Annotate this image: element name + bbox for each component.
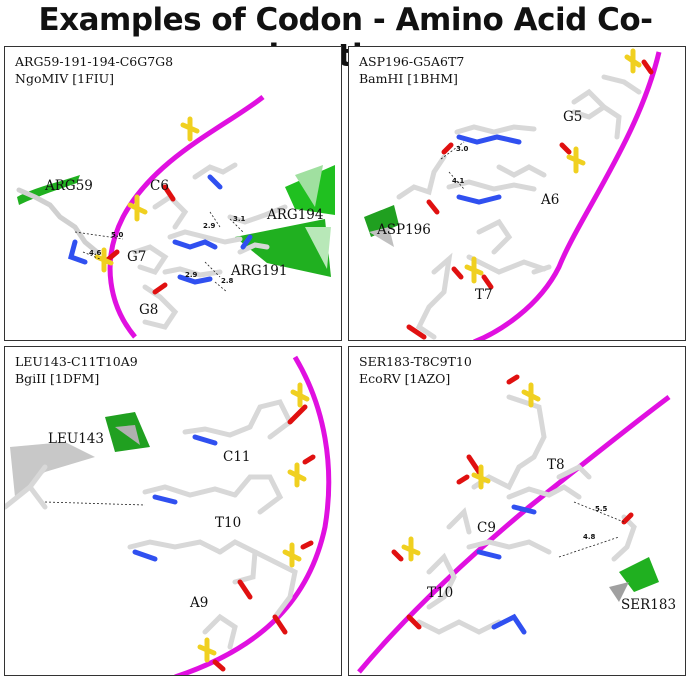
label-a9: A9 (190, 595, 209, 611)
label-g8: G8 (139, 302, 159, 318)
panel-ser-t8c9t10: SER183-T8C9T10 EcoRV [1AZO] T8 C9 T10 SE… (348, 346, 686, 676)
distance-8: 4.1 (452, 177, 465, 185)
panel-1-subheading: NgoMIV [1FIU] (15, 71, 115, 86)
molecule-render-1 (16, 95, 335, 339)
distance-1: 5.0 (111, 231, 124, 239)
distance-6: 2.8 (221, 277, 234, 285)
label-arg194: ARG194 (267, 207, 324, 223)
distance-7: 3.0 (456, 145, 469, 153)
panel-2-title: ASP196-G5A6T7 BamHI [1BHM] (359, 53, 464, 87)
distance-9: 5.5 (595, 505, 608, 513)
panel-2-heading: ASP196-G5A6T7 (359, 54, 465, 69)
panel-4-heading: SER183-T8C9T10 (359, 354, 472, 369)
panel-1-title: ARG59-191-194-C6G7G8 NgoMIV [1FIU] (15, 53, 173, 87)
label-leu143: LEU143 (48, 431, 104, 447)
panel-leu-c11t10a9: LEU143-C11T10A9 BgiII [1DFM] LEU143 C11 … (4, 346, 342, 676)
label-g5: G5 (563, 109, 583, 125)
label-c9: C9 (477, 520, 496, 536)
label-g7: G7 (127, 249, 147, 265)
panel-3-heading: LEU143-C11T10A9 (15, 354, 138, 369)
panel-1-heading: ARG59-191-194-C6G7G8 (15, 54, 174, 69)
label-c6: C6 (150, 178, 169, 194)
distance-3: 2.9 (203, 222, 216, 230)
panel-4-title: SER183-T8C9T10 EcoRV [1AZO] (359, 353, 472, 387)
label-ser183: SER183 (621, 597, 677, 613)
molecule-render-2 (364, 48, 662, 340)
molecule-render-4 (357, 374, 671, 674)
label-c11: C11 (223, 449, 251, 465)
distance-5: 2.9 (185, 271, 198, 279)
panel-arg-c6g7g8: ARG59-191-194-C6G7G8 NgoMIV [1FIU] ARG59… (4, 46, 342, 341)
panel-4-subheading: EcoRV [1AZO] (359, 371, 451, 386)
label-t10: T10 (215, 515, 242, 531)
panel-2-subheading: BamHI [1BHM] (359, 71, 458, 86)
label-arg59: ARG59 (45, 178, 93, 194)
molecule-render-3 (5, 355, 332, 675)
label-asp196: ASP196 (377, 222, 431, 238)
label-t7: T7 (475, 287, 493, 303)
distance-10: 4.8 (583, 533, 596, 541)
distance-2: 4.6 (89, 249, 102, 257)
label-arg191: ARG191 (231, 263, 288, 279)
panel-3-title: LEU143-C11T10A9 BgiII [1DFM] (15, 353, 138, 387)
panel-3-subheading: BgiII [1DFM] (15, 371, 100, 386)
label-t8: T8 (547, 457, 565, 473)
panel-asp-g5a6t7: ASP196-G5A6T7 BamHI [1BHM] G5 A6 ASP196 … (348, 46, 686, 341)
label-a6: A6 (541, 192, 560, 208)
label-t10-b: T10 (427, 585, 454, 601)
distance-4: 3.1 (233, 215, 246, 223)
